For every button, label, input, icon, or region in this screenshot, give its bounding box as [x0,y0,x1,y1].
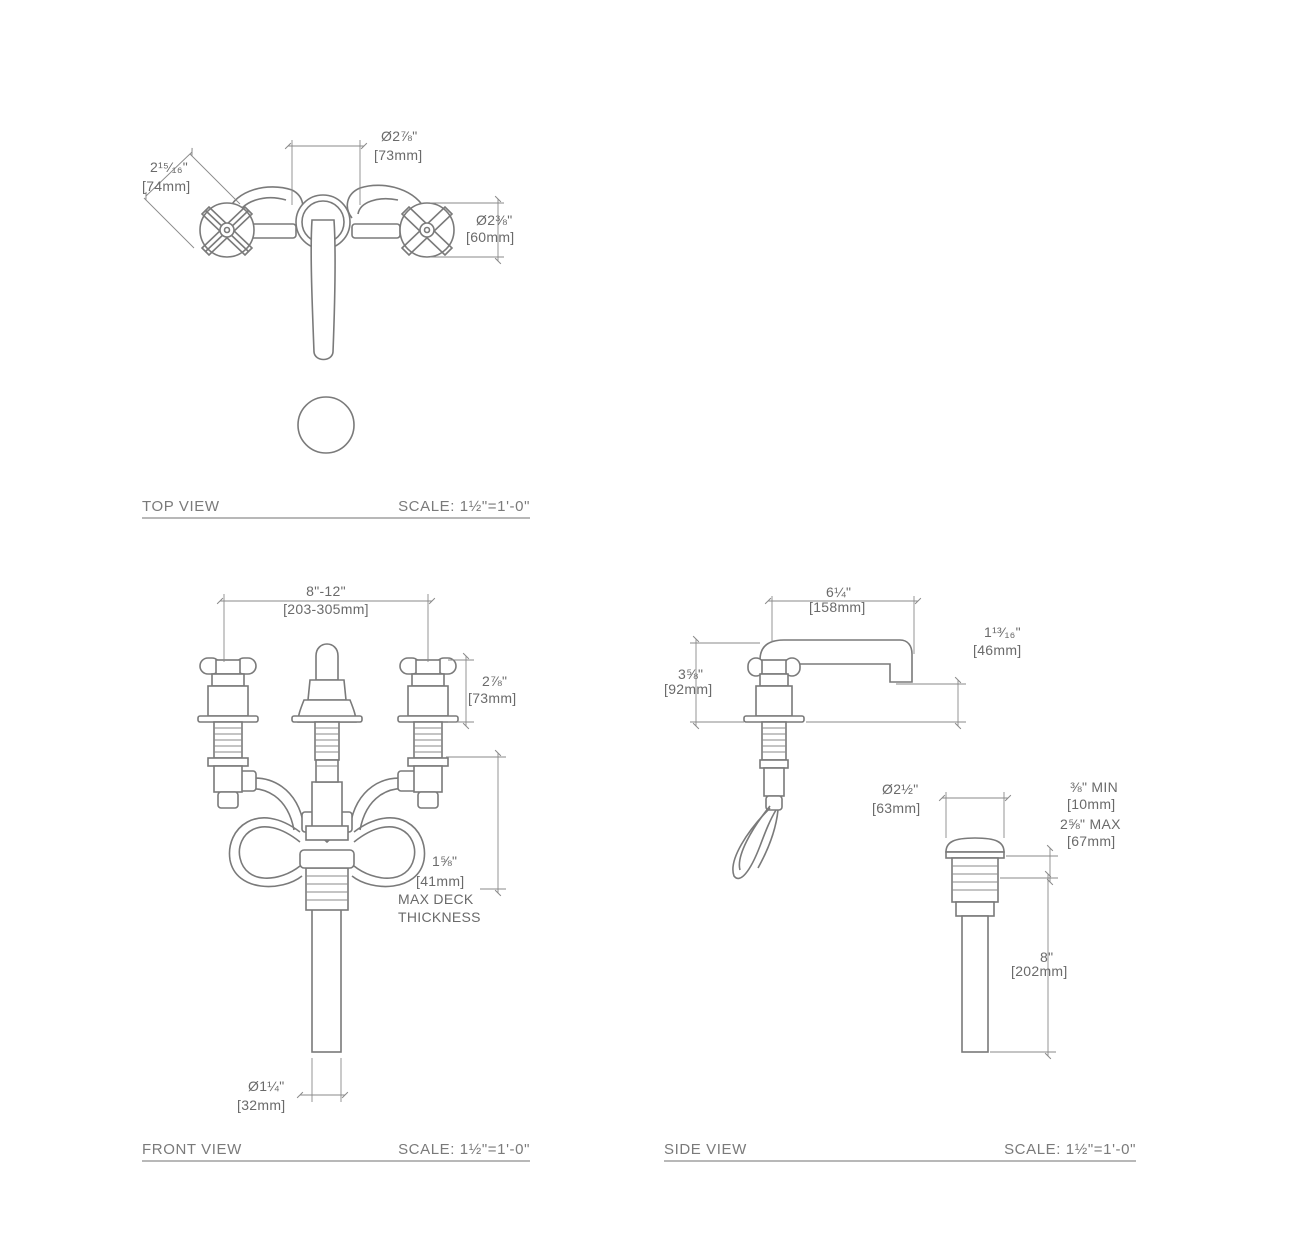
front-deck-label: 1⅝" [432,853,457,869]
front-handle-height-mm: [73mm] [468,690,516,706]
front-spout [291,643,363,783]
side-reach-label: 6¼" [826,584,851,600]
front-deck-note-1: MAX DECK [398,891,474,907]
top-handle-reach-label: 2¹⁵⁄₁₆" [150,159,188,175]
dim-front-spread: 8"-12" [203-305mm] [216,583,436,662]
dim-front-tail-dia: Ø1¼" [32mm] [237,1058,349,1113]
side-height-label: 3⅝" [678,666,703,682]
front-tail-dia-mm: [32mm] [237,1097,285,1113]
dim-front-handle-height: 2⅞" [73mm] [448,652,516,730]
side-view-scale: SCALE: 1½"=1'-0" [1004,1141,1136,1158]
front-view-scale: SCALE: 1½"=1'-0" [398,1141,530,1158]
side-drain-length-mm: [202mm] [1011,963,1068,979]
side-drain-max-label: 2⅝" MAX [1060,816,1121,832]
top-left-handle [199,202,255,258]
top-handle-dia-mm: [60mm] [466,229,514,245]
side-view-caption: SIDE VIEW [664,1141,747,1158]
top-spout-dia-label: Ø2⅞" [381,128,418,144]
side-reach-mm: [158mm] [809,599,866,615]
front-right-valve [397,657,459,809]
front-deck-note-2: THICKNESS [398,909,481,925]
side-drain [945,837,1005,1053]
top-drain [297,396,355,454]
front-tailpiece [311,907,342,1053]
side-drain-dia-label: Ø2½" [882,781,919,797]
dim-top-handle-dia: Ø2⅜" [60mm] [430,195,514,265]
side-drain-dia-mm: [63mm] [872,800,920,816]
side-drain-max-mm: [67mm] [1067,833,1115,849]
top-right-handle [399,202,455,258]
dim-side-reach: 6¼" [158mm] [764,584,922,654]
side-drain-min-label: ⅜" MIN [1070,779,1118,795]
top-spout-dia-mm: [73mm] [374,147,422,163]
front-spread-label: 8"-12" [306,583,346,599]
top-handle-dia-label: Ø2⅜" [476,212,513,228]
side-spout-clear-label: 1¹³⁄₁₆" [984,624,1021,640]
top-view-caption: TOP VIEW [142,498,220,515]
side-drain-min-mm: [10mm] [1067,796,1115,812]
side-view: 6¼" [158mm] 3⅝" [92mm] 1¹³⁄₁₆" [46mm] Ø2… [664,584,1136,1162]
top-faucet-drawing [199,184,455,454]
front-tail-dia-label: Ø1¼" [248,1078,285,1094]
front-faucet-drawing [197,643,459,1053]
side-spout-clear-mm: [46mm] [973,642,1021,658]
dim-side-drain-range: ⅜" MIN [10mm] 2⅝" MAX [67mm] [1000,779,1121,886]
dim-side-drain-dia: Ø2½" [63mm] [872,781,1012,838]
front-deck-mm: [41mm] [416,873,464,889]
front-spread-mm: [203-305mm] [283,601,369,617]
side-height-mm: [92mm] [664,681,712,697]
top-handle-reach-mm: [74mm] [142,178,190,194]
front-handle-height-label: 2⅞" [482,673,507,689]
side-drain-length-label: 8" [1040,949,1053,965]
dim-side-height: 3⅝" [92mm] [664,635,760,730]
front-view-caption: FRONT VIEW [142,1141,242,1158]
dim-top-spout-dia: Ø2⅞" [73mm] [284,128,422,205]
front-view: 8"-12" [203-305mm] 2⅞" [73mm] 1⅝" [41mm]… [142,583,530,1162]
dim-side-drain-length: 8" [202mm] [990,870,1068,1060]
side-faucet-drawing [732,639,913,880]
dim-top-handle-reach: 2¹⁵⁄₁₆" [74mm] [142,147,241,249]
front-left-valve [197,657,259,809]
dim-front-deck: 1⅝" [41mm] MAX DECK THICKNESS [398,749,506,925]
top-view-scale: SCALE: 1½"=1'-0" [398,498,530,515]
dim-side-spout-clear: 1¹³⁄₁₆" [46mm] [806,624,1021,730]
top-view: Ø2⅞" [73mm] 2¹⁵⁄₁₆" [74mm] Ø2⅜" [60mm] T… [142,128,530,519]
